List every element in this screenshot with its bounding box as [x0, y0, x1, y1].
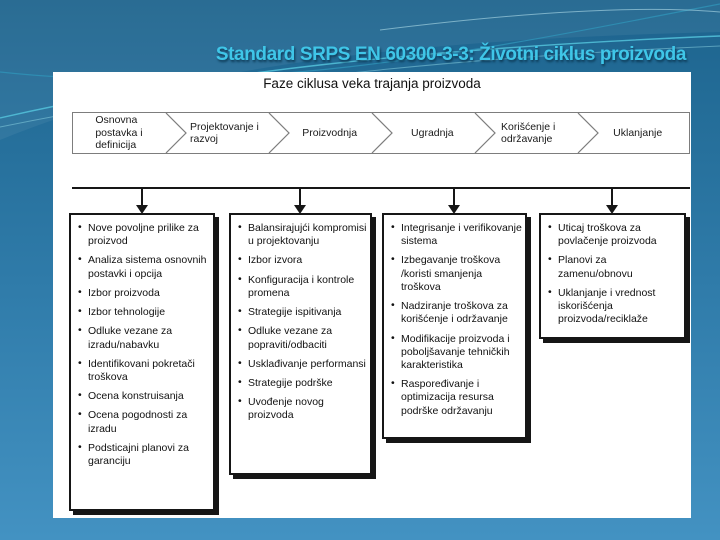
bullet-item: Strategije ispitivanja	[237, 305, 367, 319]
bullet-item: Izbor proizvoda	[77, 286, 210, 300]
slide-title: Standard SRPS EN 60300-3-3: Životni cikl…	[215, 44, 687, 65]
phase-cell: Projektovanje i razvoj	[176, 113, 279, 153]
diagram-title: Faze ciklusa veka trajanja proizvoda	[263, 76, 481, 91]
bullet-item: Analiza sistema osnovnih postavki i opci…	[77, 253, 210, 280]
phase-label: Ugradnja	[411, 126, 454, 139]
bullet-item: Modifikacije proizvoda i poboljšavanje t…	[390, 332, 522, 373]
phase-label: Proizvodnja	[302, 126, 358, 139]
phase-cell: Uklanjanje	[586, 113, 689, 153]
phase-label: Osnovna postavka i definicija	[95, 114, 143, 152]
phase-label: Projektovanje i razvoj	[190, 120, 259, 145]
phase-cell: Ugradnja	[381, 113, 484, 153]
activity-box: Nove povoljne prilike za proizvodAnaliza…	[69, 213, 215, 511]
bullet-list: Integrisanje i verifikovanje sistemaIzbe…	[384, 215, 525, 422]
bullet-list: Uticaj troškova za povlačenje proizvodaP…	[541, 215, 684, 331]
bullet-item: Uvođenje novog proizvoda	[237, 395, 367, 422]
bullet-item: Planovi za zamenu/obnovu	[547, 253, 681, 280]
bullet-item: Uticaj troškova za povlačenje proizvoda	[547, 221, 681, 248]
bullet-item: Integrisanje i verifikovanje sistema	[390, 221, 522, 248]
phase-cell: Proizvodnja	[278, 113, 381, 153]
bullet-item: Izbor tehnologije	[77, 305, 210, 319]
bullet-item: Konfiguracija i kontrole promena	[237, 273, 367, 300]
phase-cell: Korišćenje i održavanje	[484, 113, 587, 153]
activity-box: Integrisanje i verifikovanje sistemaIzbe…	[382, 213, 527, 439]
bullet-item: Odluke vezane za popraviti/odbaciti	[237, 324, 367, 351]
bullet-item: Odluke vezane za izradu/nabavku	[77, 324, 210, 351]
bullet-item: Izbor izvora	[237, 253, 367, 267]
bullet-item: Izbegavanje troškova /koristi smanjenja …	[390, 253, 522, 294]
bullet-item: Balansirajujći kompromisi u projektovanj…	[237, 221, 367, 248]
bullet-item: Ocena pogodnosti za izradu	[77, 408, 210, 435]
activity-box: Balansirajujći kompromisi u projektovanj…	[229, 213, 372, 475]
phase-cells: Osnovna postavka i definicija Projektovan…	[73, 113, 689, 153]
down-arrow-icon	[605, 189, 619, 214]
phase-cell: Osnovna postavka i definicija	[73, 113, 176, 153]
phase-label: Korišćenje i održavanje	[501, 120, 556, 145]
bullet-item: Nadziranje troškova za korišćenje i održ…	[390, 299, 522, 326]
bullet-item: Usklađivanje performansi	[237, 357, 367, 371]
down-arrow-icon	[293, 189, 307, 214]
down-arrow-icon	[447, 189, 461, 214]
phase-chevron-band: Osnovna postavka i definicija Projektovan…	[72, 112, 690, 154]
phase-label: Uklanjanje	[613, 126, 663, 139]
diagram-panel: Faze ciklusa veka trajanja proizvoda Osn…	[53, 72, 691, 518]
bullet-item: Raspoređivanje i optimizacija resursa po…	[390, 377, 522, 418]
bullet-list: Nove povoljne prilike za proizvodAnaliza…	[71, 215, 213, 472]
bullet-item: Podsticajni planovi za garanciju	[77, 441, 210, 468]
down-arrow-icon	[135, 189, 149, 214]
bullet-item: Nove povoljne prilike za proizvod	[77, 221, 210, 248]
activity-box: Uticaj troškova za povlačenje proizvodaP…	[539, 213, 686, 339]
connector-line	[72, 187, 690, 189]
bullet-item: Identifikovani pokretači troškova	[77, 357, 210, 384]
bullet-list: Balansirajujći kompromisi u projektovanj…	[231, 215, 370, 427]
bullet-item: Ocena konstruisanja	[77, 389, 210, 403]
bullet-item: Strategije podrške	[237, 376, 367, 390]
bullet-item: Uklanjanje i vrednost iskorišćenja proiz…	[547, 286, 681, 327]
